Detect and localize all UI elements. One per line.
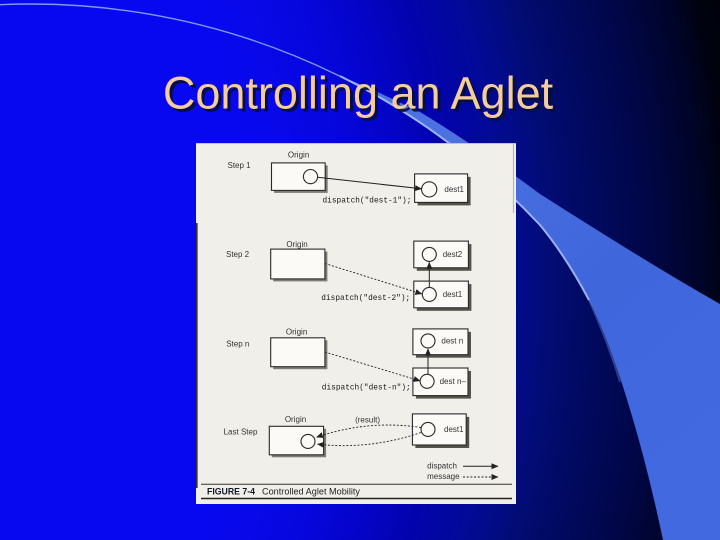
svg-text:dispatch("dest-2");: dispatch("dest-2"); — [321, 295, 410, 303]
svg-text:dest n–: dest n– — [440, 377, 467, 386]
svg-text:dest2: dest2 — [443, 250, 463, 259]
svg-text:Step 1: Step 1 — [228, 161, 252, 170]
svg-text:dest1: dest1 — [444, 185, 464, 194]
svg-text:Controlling an Aglet: Controlling an Aglet — [166, 71, 557, 122]
svg-text:dest1: dest1 — [444, 425, 464, 434]
svg-text:Origin: Origin — [286, 328, 307, 337]
svg-text:Last Step: Last Step — [224, 428, 258, 437]
svg-text:Step 2: Step 2 — [226, 250, 250, 259]
svg-text:dest n: dest n — [441, 337, 463, 346]
svg-text:dest1: dest1 — [443, 290, 463, 299]
svg-text:FIGURE 7-4: FIGURE 7-4 — [207, 487, 256, 498]
svg-text:Origin: Origin — [286, 240, 307, 249]
svg-text:Origin: Origin — [288, 151, 309, 160]
svg-text:Origin: Origin — [285, 415, 306, 424]
svg-text:Step n: Step n — [226, 340, 249, 349]
svg-text:(result): (result) — [355, 416, 380, 425]
svg-text:dispatch("dest-n");: dispatch("dest-n"); — [322, 385, 411, 393]
svg-text:Controlling an Aglet: Controlling an Aglet — [163, 68, 554, 119]
svg-text:Controlled Aglet Mobility: Controlled Aglet Mobility — [262, 487, 360, 498]
svg-text:dispatch("dest-1");: dispatch("dest-1"); — [323, 198, 412, 206]
svg-text:message: message — [427, 472, 460, 481]
svg-text:dispatch: dispatch — [427, 462, 457, 471]
